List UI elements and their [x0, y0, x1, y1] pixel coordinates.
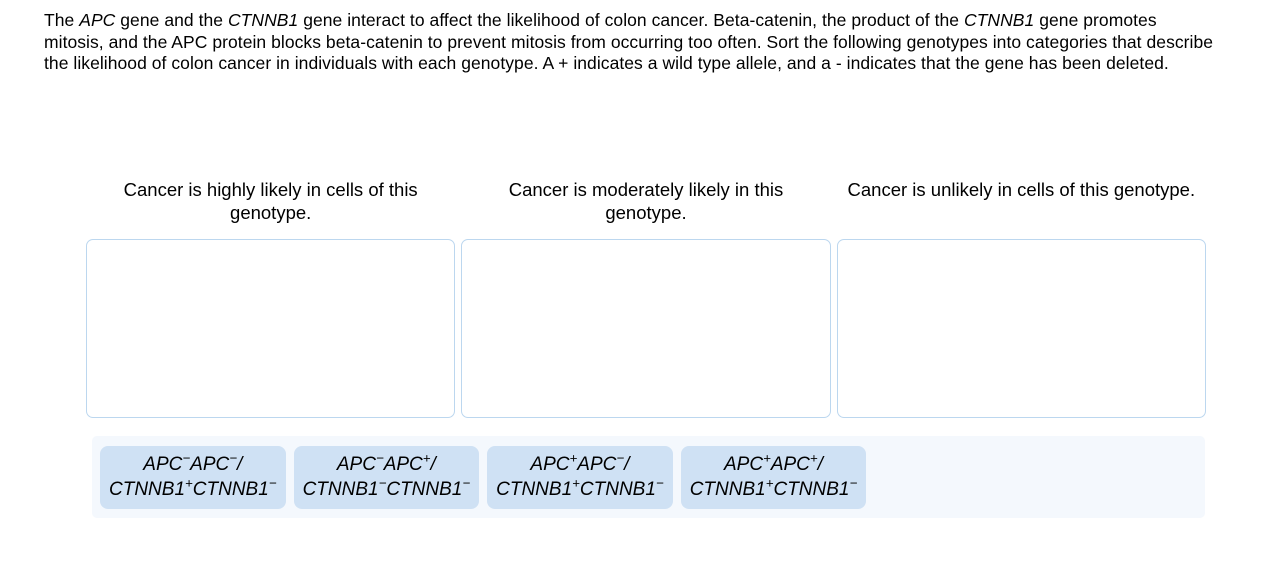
- allele-symbol: APC: [723, 454, 764, 475]
- allele-symbol: CTNNB1: [689, 479, 766, 500]
- category-column: Cancer is unlikely in cells of this geno…: [836, 178, 1206, 418]
- allele-superscript: −: [268, 475, 277, 491]
- category-column: Cancer is moderately likely in this geno…: [461, 178, 831, 418]
- allele-superscript: +: [763, 450, 771, 466]
- genotype-line: CTNNB1−CTNNB1−: [303, 477, 471, 502]
- genotype-line: APC−APC+/: [337, 452, 436, 477]
- allele-superscript: −: [462, 475, 471, 491]
- allele-symbol: APC: [336, 454, 376, 475]
- allele-superscript: −: [849, 475, 858, 491]
- allele-symbol: /: [236, 454, 243, 475]
- allele-symbol: CTNNB1: [109, 479, 186, 500]
- gene-name: CTNNB1: [964, 10, 1035, 30]
- allele-symbol: /: [817, 454, 823, 475]
- allele-symbol: /: [430, 454, 436, 475]
- category-header: Cancer is unlikely in cells of this geno…: [847, 179, 1196, 200]
- allele-superscript: −: [655, 475, 664, 491]
- allele-symbol: CTNNB1: [386, 479, 463, 500]
- genotype-line: CTNNB1+CTNNB1−: [109, 477, 277, 502]
- allele-superscript: −: [182, 450, 191, 466]
- allele-symbol: APC: [770, 454, 810, 475]
- allele-superscript: +: [572, 475, 580, 491]
- genotype-tile[interactable]: APC+APC+/CTNNB1+CTNNB1−: [680, 445, 867, 509]
- prompt-text: The: [44, 10, 80, 30]
- dropzone-moderately-likely[interactable]: [461, 239, 831, 418]
- genotype-line: APC−APC−/: [143, 452, 242, 477]
- category-header: Cancer is highly likely in cells of this…: [123, 179, 418, 223]
- genotype-tile[interactable]: APC−APC−/CTNNB1+CTNNB1−: [100, 445, 286, 509]
- genotype-tile-tray: APC−APC−/CTNNB1+CTNNB1−APC−APC+/CTNNB1−C…: [92, 436, 1205, 518]
- allele-symbol: CTNNB1: [579, 479, 656, 500]
- prompt-text: gene and the: [115, 10, 228, 30]
- category-header: Cancer is moderately likely in this geno…: [508, 179, 784, 223]
- allele-symbol: CTNNB1: [302, 479, 379, 500]
- allele-superscript: −: [378, 475, 387, 491]
- allele-superscript: −: [229, 450, 237, 466]
- allele-superscript: +: [765, 475, 774, 491]
- genotype-line: CTNNB1+CTNNB1−: [496, 477, 664, 502]
- allele-symbol: /: [624, 454, 630, 475]
- genotype-line: CTNNB1+CTNNB1−: [690, 477, 858, 502]
- gene-name: APC: [79, 10, 116, 30]
- allele-symbol: CTNNB1: [496, 479, 573, 500]
- allele-superscript: −: [616, 450, 625, 466]
- genotype-line: APC+APC−/: [530, 452, 629, 477]
- gene-name: CTNNB1: [227, 10, 299, 30]
- allele-symbol: APC: [530, 454, 570, 475]
- allele-symbol: APC: [190, 454, 230, 475]
- genotype-tile[interactable]: APC+APC−/CTNNB1+CTNNB1−: [487, 445, 673, 509]
- allele-superscript: +: [422, 450, 431, 466]
- dropzone-highly-likely[interactable]: [86, 239, 456, 418]
- category-columns: Cancer is highly likely in cells of this…: [86, 178, 1206, 418]
- genotype-line: APC+APC+/: [724, 452, 823, 477]
- allele-symbol: APC: [577, 454, 617, 475]
- allele-symbol: APC: [143, 454, 183, 475]
- allele-symbol: APC: [383, 454, 423, 475]
- category-column: Cancer is highly likely in cells of this…: [86, 178, 456, 418]
- prompt-text: gene promotes mitosis, and the APC prote…: [44, 10, 1214, 74]
- prompt-text: gene interact to affect the likelihood o…: [298, 10, 964, 30]
- allele-superscript: +: [185, 475, 193, 491]
- question-prompt: The APC gene and the CTNNB1 gene interac…: [44, 10, 1214, 75]
- dropzone-unlikely[interactable]: [836, 239, 1206, 418]
- allele-superscript: −: [375, 450, 384, 466]
- allele-symbol: CTNNB1: [773, 479, 850, 500]
- allele-symbol: CTNNB1: [192, 479, 269, 500]
- allele-superscript: +: [809, 450, 818, 466]
- genotype-tile[interactable]: APC−APC+/CTNNB1−CTNNB1−: [293, 445, 480, 509]
- allele-superscript: +: [569, 450, 578, 466]
